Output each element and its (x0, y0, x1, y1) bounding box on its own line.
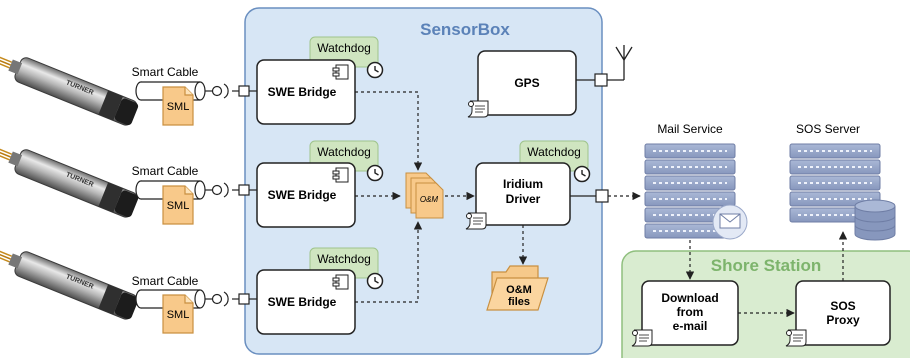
cable-row-2: Smart Cable SML (132, 164, 257, 225)
connector-socket (211, 85, 223, 97)
antenna-icon (615, 45, 633, 61)
sml-label: SML (167, 101, 190, 113)
clock-icon (366, 272, 384, 290)
om-files-line2: files (508, 296, 530, 308)
smart-cable-label: Smart Cable (132, 164, 199, 178)
download-line3: e-mail (673, 319, 708, 333)
sml-label: SML (167, 309, 190, 321)
download-line2: from (677, 305, 704, 319)
download-line1: Download (661, 291, 718, 305)
arrow-swe3-om (355, 221, 423, 303)
sos-proxy-line2: Proxy (826, 313, 860, 327)
port-square (594, 73, 608, 87)
swe-unit-2: Watchdog SWE Bridge (256, 140, 384, 228)
watchdog-label: Watchdog (317, 145, 371, 159)
swe-bridge-box (256, 162, 356, 228)
sensor-probe-2 (0, 138, 141, 221)
swe-bridge-label: SWE Bridge (268, 295, 337, 309)
sensor-probe-3 (0, 240, 141, 323)
sos-proxy-unit: SOS Proxy (785, 280, 891, 347)
smart-cable-label: Smart Cable (132, 65, 199, 79)
sos-proxy-line1: SOS (830, 299, 855, 313)
mail-service: Mail Service (644, 122, 748, 240)
sml-label: SML (167, 200, 190, 212)
om-files-folder: O&M files (486, 265, 549, 311)
port-square (595, 189, 609, 203)
swe-bridge-label: SWE Bridge (268, 85, 337, 99)
om-doc-label: O&M (420, 195, 439, 204)
clock-icon (366, 164, 384, 182)
port-square (238, 184, 250, 196)
smart-cable-label: Smart Cable (132, 274, 199, 288)
connector-socket (211, 184, 223, 196)
swe-bridge-label: SWE Bridge (268, 188, 337, 202)
gps-box (477, 50, 577, 116)
iridium-unit: Watchdog Iridium Driver (465, 140, 591, 230)
port-square (238, 293, 250, 305)
clock-icon (366, 61, 384, 79)
watchdog-label: Watchdog (317, 41, 371, 55)
sensor-probe-1 (0, 46, 141, 129)
shore-station-title: Shore Station (711, 256, 822, 275)
iridium-label-line2: Driver (506, 192, 541, 206)
swe-unit-1: Watchdog SWE Bridge (256, 36, 384, 125)
sensorbox-title: SensorBox (420, 20, 510, 39)
om-files-line1: O&M (506, 284, 532, 296)
gps-unit: GPS (467, 45, 633, 118)
sos-server: SOS Server (789, 122, 896, 241)
om-documents: O&M (405, 172, 444, 219)
gps-label: GPS (514, 76, 539, 90)
connector-socket (211, 293, 223, 305)
swe-unit-3: Watchdog SWE Bridge (256, 247, 384, 335)
port-square (238, 85, 250, 97)
download-unit: Download from e-mail (631, 280, 739, 347)
cable-row-3: Smart Cable SML (132, 274, 257, 334)
mail-service-label: Mail Service (657, 122, 723, 136)
clock-icon (573, 165, 591, 183)
envelope-icon (712, 204, 748, 240)
watchdog-label: Watchdog (527, 145, 581, 159)
sos-server-label: SOS Server (796, 122, 860, 136)
iridium-label-line1: Iridium (503, 177, 543, 191)
cable-row-1: Smart Cable SML (132, 65, 257, 126)
database-icon (854, 199, 896, 241)
arrow-swe1-om (355, 91, 423, 171)
watchdog-label: Watchdog (317, 252, 371, 266)
